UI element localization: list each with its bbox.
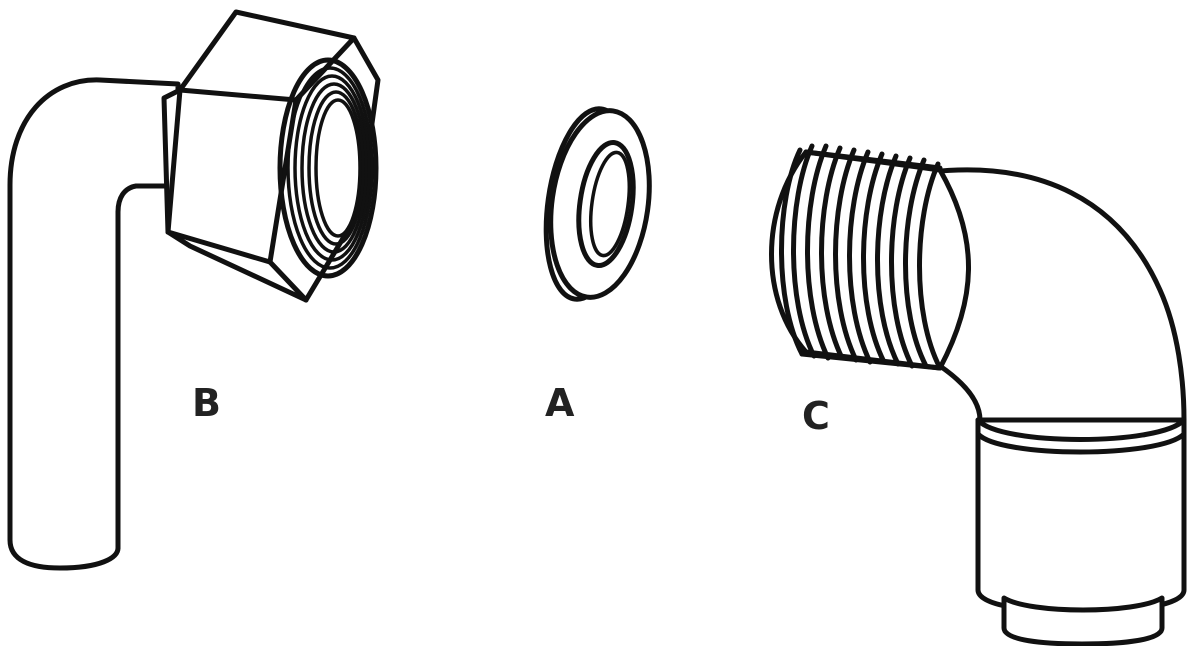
part-a-washer [543,106,652,302]
part-c-thread [769,143,971,371]
part-label-c: C [802,394,830,438]
part-c-elbow-body [927,167,1187,423]
part-label-a: A [545,381,575,425]
part-b-elbow-pipe-with-nut [7,9,381,571]
part-c-threaded-elbow [769,143,1187,647]
part-label-b: B [192,381,221,425]
part-b-hex-nut [161,9,381,303]
part-c-lower-sleeve [975,417,1187,615]
part-b-bent-pipe [7,77,181,571]
part-b-nut-thread [277,57,379,279]
